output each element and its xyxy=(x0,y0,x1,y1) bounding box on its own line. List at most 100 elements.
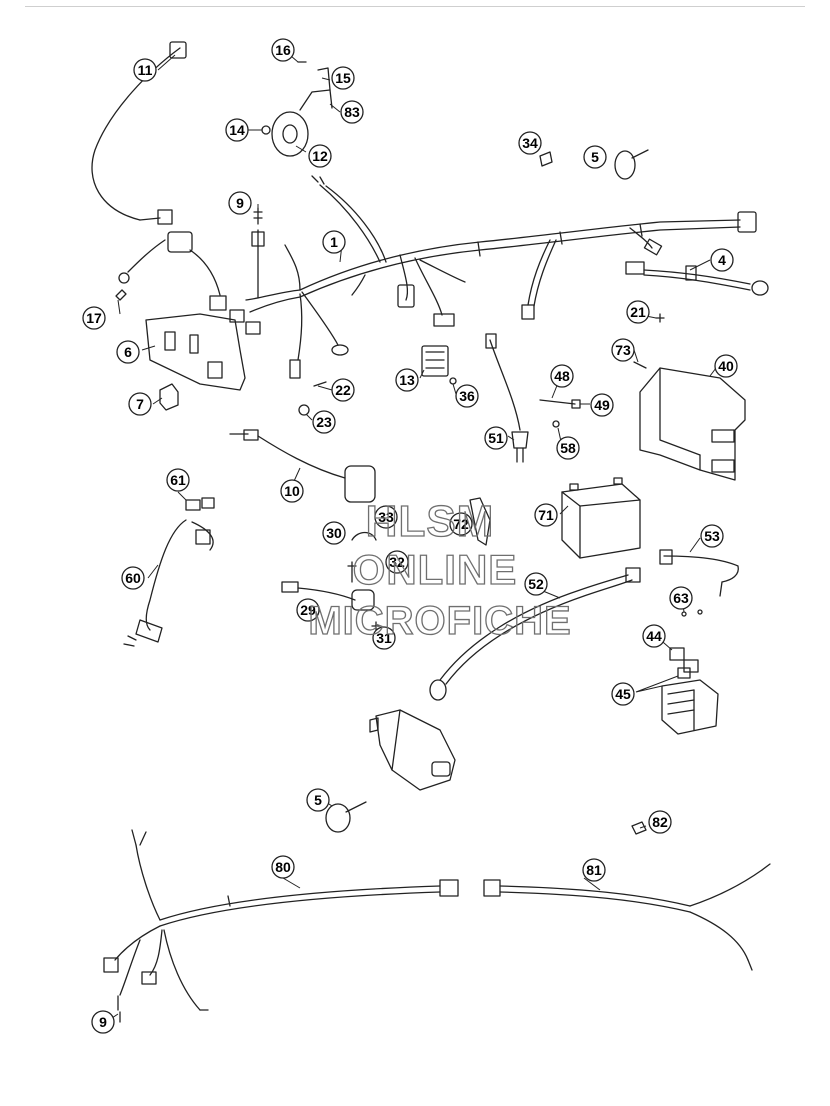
callout-c61: 61 xyxy=(166,468,190,492)
callout-c12: 12 xyxy=(308,144,332,168)
part-29-switch xyxy=(281,581,375,611)
callout-c45: 45 xyxy=(611,682,635,706)
callout-label: 5 xyxy=(314,792,322,808)
callout-label: 12 xyxy=(312,148,328,164)
part-52-cable xyxy=(429,567,641,701)
callout-circle xyxy=(166,468,190,492)
callout-label: 16 xyxy=(275,42,291,58)
callout-circle xyxy=(340,100,364,124)
part-6-bracket xyxy=(145,313,246,391)
callout-circle xyxy=(534,503,558,527)
callout-c72: 72 xyxy=(449,512,473,536)
callout-label: 22 xyxy=(335,382,351,398)
callout-label: 4 xyxy=(718,252,726,268)
callout-circle xyxy=(583,145,607,169)
callout-label: 34 xyxy=(522,135,538,151)
callout-circle xyxy=(91,1010,115,1034)
callout-label: 17 xyxy=(86,310,102,326)
part-80-harness xyxy=(103,829,459,1023)
callout-circle xyxy=(642,624,666,648)
callout-label: 81 xyxy=(586,862,602,878)
callout-c44: 44 xyxy=(642,624,666,648)
callout-c60: 60 xyxy=(121,566,145,590)
callout-label: 29 xyxy=(300,602,316,618)
callout-circle xyxy=(582,858,606,882)
top-divider xyxy=(25,6,805,7)
callout-c9a: 9 xyxy=(228,191,252,215)
callout-c81: 81 xyxy=(582,858,606,882)
callout-c11: 11 xyxy=(133,58,157,82)
callout-circle xyxy=(611,338,635,362)
callout-label: 63 xyxy=(673,590,689,606)
callout-label: 53 xyxy=(704,528,720,544)
part-13-regulator xyxy=(421,345,449,377)
part-17-bulb xyxy=(115,289,127,301)
part-71-battery xyxy=(561,477,641,559)
part-5-tie-top xyxy=(614,149,649,180)
part-40-battery-box xyxy=(639,367,746,481)
callout-circle xyxy=(121,566,145,590)
callout-label: 33 xyxy=(378,509,394,525)
callout-label: 60 xyxy=(125,570,141,586)
callout-label: 73 xyxy=(615,342,631,358)
callout-label: 11 xyxy=(138,62,153,78)
callout-circle xyxy=(611,682,635,706)
callout-label: 49 xyxy=(594,397,610,413)
callout-circle xyxy=(449,512,473,536)
part-53-cable xyxy=(659,549,739,597)
callout-circle xyxy=(385,550,409,574)
callout-circle xyxy=(128,392,152,416)
callout-c13: 13 xyxy=(395,368,419,392)
part-72-terminal xyxy=(469,497,491,546)
callout-label: 51 xyxy=(488,430,504,446)
callout-c48: 48 xyxy=(550,364,574,388)
callout-label: 52 xyxy=(528,576,544,592)
callout-label: 31 xyxy=(376,630,392,646)
callout-c17: 17 xyxy=(82,306,106,330)
callout-label: 13 xyxy=(399,372,415,388)
part-45-relay xyxy=(661,679,719,735)
callout-label: 58 xyxy=(560,440,576,456)
part-73-screw xyxy=(633,361,647,369)
callout-label: 10 xyxy=(284,483,300,499)
callout-circle xyxy=(133,58,157,82)
callout-c30: 30 xyxy=(322,521,346,545)
callout-label: 61 xyxy=(170,472,186,488)
callout-c14: 14 xyxy=(225,118,249,142)
callout-label: 45 xyxy=(615,686,631,702)
callout-c5a: 5 xyxy=(583,145,607,169)
main-wiring-harness xyxy=(209,175,757,379)
callout-circle xyxy=(322,521,346,545)
callout-c22: 22 xyxy=(331,378,355,402)
part-21-screw xyxy=(655,313,665,323)
callout-circle xyxy=(312,410,336,434)
callout-c63: 63 xyxy=(669,586,693,610)
callout-c10: 10 xyxy=(280,479,304,503)
callout-c15: 15 xyxy=(331,66,355,90)
callout-c71: 71 xyxy=(534,503,558,527)
callout-label: 1 xyxy=(330,234,338,250)
callout-c5b: 5 xyxy=(306,788,330,812)
part-30-fitting xyxy=(351,531,377,541)
callout-c31: 31 xyxy=(372,626,396,650)
callout-label: 48 xyxy=(554,368,570,384)
starter-motor xyxy=(369,709,456,791)
part-11-harness xyxy=(91,41,221,296)
callout-c6: 6 xyxy=(116,340,140,364)
part-61-connector xyxy=(185,497,215,511)
callout-circle xyxy=(669,586,693,610)
callout-label: 5 xyxy=(591,149,599,165)
part-34-clip xyxy=(539,151,553,167)
part-12-horn xyxy=(261,61,333,157)
callout-circle xyxy=(374,505,398,529)
callout-circle xyxy=(271,855,295,879)
callout-label: 30 xyxy=(326,525,342,541)
part-58-washer xyxy=(552,420,560,428)
callout-label: 80 xyxy=(275,859,291,875)
callout-c16: 16 xyxy=(271,38,295,62)
callout-label: 23 xyxy=(316,414,332,430)
callout-circle xyxy=(372,626,396,650)
callout-c1: 1 xyxy=(322,230,346,254)
part-4-cable xyxy=(625,261,769,296)
callout-circle xyxy=(700,524,724,548)
